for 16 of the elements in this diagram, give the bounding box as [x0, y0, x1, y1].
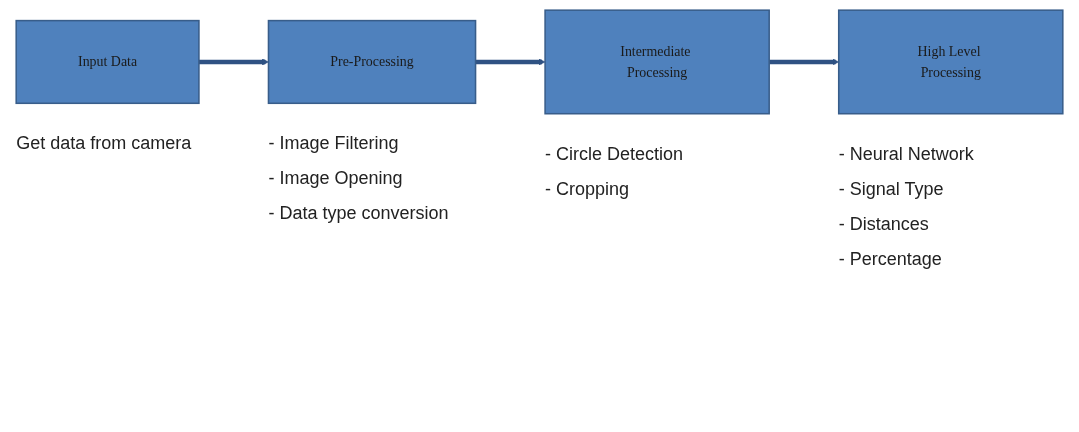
arrow: [475, 58, 546, 66]
arrow: [198, 58, 269, 66]
note-text: - Cropping: [545, 178, 631, 200]
node-box: High Level Processing: [837, 9, 1064, 115]
node-box: Input Data: [15, 19, 200, 105]
node-box: Pre-Processing: [267, 19, 477, 105]
note-text: - Data type conversion: [268, 203, 449, 225]
note-text: Get data from camera: [16, 133, 192, 155]
note-text: - Circle Detection: [545, 143, 684, 165]
note-text: - Image Filtering: [268, 133, 400, 155]
note-text: - Distances: [838, 213, 930, 235]
note-text: - Image Opening: [268, 168, 404, 190]
node-box: Intermediate Processing: [544, 9, 770, 115]
note-text: - Signal Type: [838, 178, 945, 200]
note-text: - Neural Network: [838, 143, 974, 165]
note-text: - Percentage: [838, 248, 943, 270]
